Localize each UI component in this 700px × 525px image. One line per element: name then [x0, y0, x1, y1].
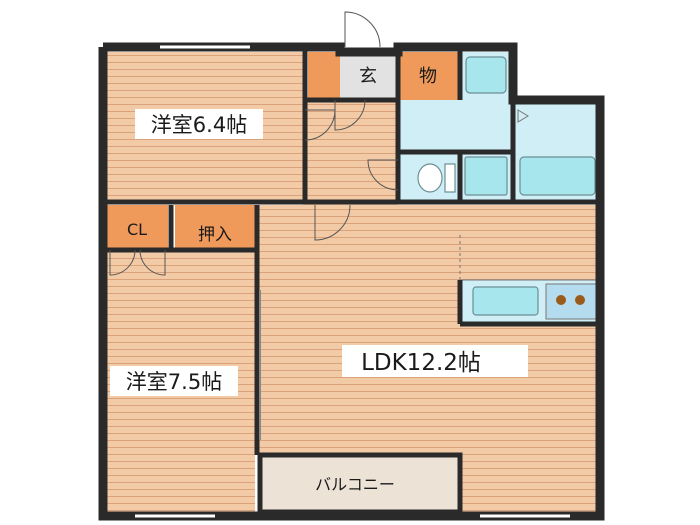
western-room-a-label-bg — [135, 109, 263, 139]
bath-door-icon — [517, 109, 529, 123]
washbasin-icon — [465, 56, 507, 94]
storage-label: 物 — [419, 66, 437, 87]
western-room-a-label: 洋室6.4帖 — [151, 113, 247, 137]
entrance-door-icon — [344, 11, 381, 48]
closet-door-left-icon — [109, 249, 136, 276]
stove-burner-left-icon — [556, 295, 566, 305]
hall-floor — [303, 100, 398, 205]
entrance-label: 玄 — [359, 66, 377, 87]
closet-block — [103, 205, 168, 250]
room-a-door-icon — [304, 109, 336, 141]
hall-door-icon — [334, 99, 366, 131]
balcony-floor — [257, 452, 463, 515]
ldk-label-bg — [342, 345, 528, 377]
toilet-bowl-icon — [417, 163, 443, 193]
closet-door-right-icon — [139, 249, 166, 276]
ldk-label: LDK12.2帖 — [361, 350, 481, 376]
oshiire-block — [175, 205, 255, 250]
stove-top — [545, 283, 599, 320]
ldk-door-icon — [314, 204, 351, 241]
western-room-b-label: 洋室7.5帖 — [126, 370, 222, 394]
washing-machine-icon — [464, 156, 508, 196]
toilet-tank-icon — [444, 163, 456, 193]
entrance-floor — [340, 52, 398, 100]
storage-block — [398, 52, 460, 100]
bathtub-icon — [519, 156, 596, 196]
ldk-floor — [255, 205, 600, 455]
ldk-floor-lower — [460, 455, 600, 512]
outer-wall — [98, 42, 605, 521]
closet-label: CL — [127, 220, 147, 239]
oshiire-label: 押入 — [198, 225, 232, 245]
kitchen-sink — [472, 286, 539, 316]
toilet-door-icon — [367, 159, 399, 191]
entrance-storage-left — [308, 52, 340, 100]
stove-burner-right-icon — [575, 295, 585, 305]
balcony-label: バルコニー — [315, 475, 395, 494]
western-room-b-label-bg — [110, 366, 238, 396]
